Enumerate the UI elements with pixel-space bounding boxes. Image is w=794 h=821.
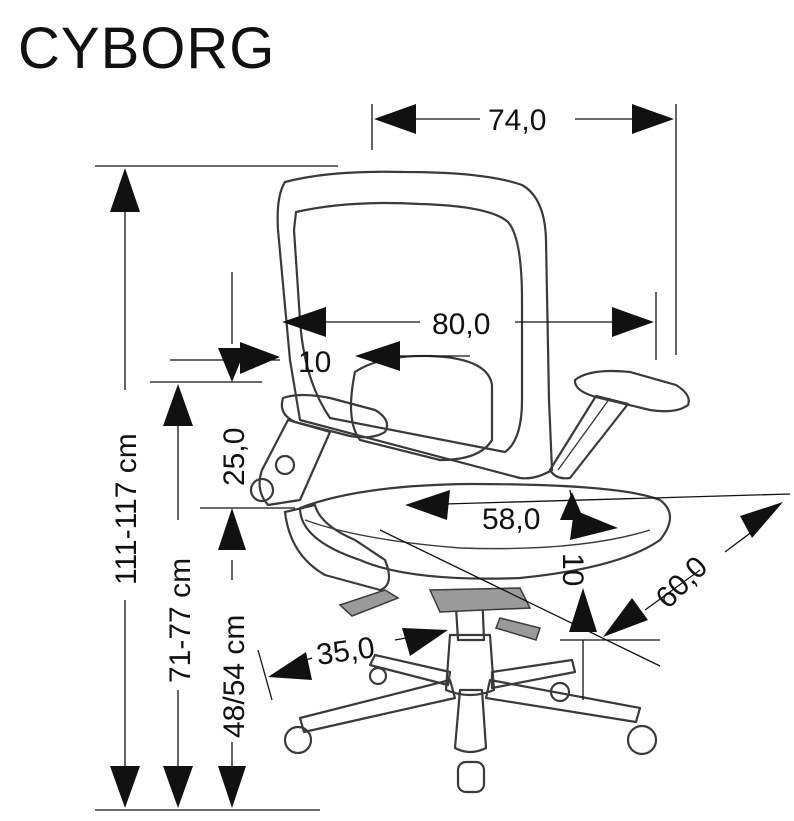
right-armrest-arm [548,394,630,480]
span-arrow-right [612,307,654,337]
offset-arrow-right [355,341,400,371]
left-armrest-arm [258,418,332,507]
seat-width-ext-line [409,493,791,506]
seat-cushion [298,482,672,580]
casters [283,666,658,794]
caster-front [456,760,486,794]
base-leg-left [298,678,457,734]
caster-back-right [549,681,571,703]
depth-ext-line [379,529,661,667]
gas-lift-cover [444,633,496,697]
caster-left [283,725,313,755]
base-arrow-right [402,628,448,656]
height-lever [338,589,400,617]
right-armrest-pad [573,369,690,413]
caster-back-left [368,666,388,686]
backrest-mesh [292,201,524,454]
base-leg-front [453,688,488,754]
base-ext-left [257,649,273,701]
width-arrow-left [374,104,416,134]
seat-height-arrow-bottom [218,766,246,808]
total-height-label: 111-117 cm [110,433,143,585]
total-height-arrow-top [110,168,140,212]
product-title: CYBORG [18,16,275,81]
base-arrow-left [268,652,312,680]
base-leg-right [484,678,642,724]
lumbar-support [349,354,494,462]
total-height-arrow-bottom [110,766,140,808]
seat-width-arrow-left [405,490,450,520]
left-armrest-pad [280,393,389,439]
tilt-lever [494,617,541,641]
depth-arrow-lower [603,598,648,637]
right-armrest-inner-line [557,397,611,471]
thickness-arrow-bottom [569,588,597,632]
span-arrow-left [282,307,326,337]
left-armrest-hinge [249,477,275,503]
base-leg-back-right [490,658,577,690]
base-leg-back-left [368,653,452,687]
armrest-floor-height-label: 71-77 cm [164,558,197,683]
arm-rest-h-arrow-top [218,348,246,382]
chair-illustration [249,170,690,794]
thickness-arrow-top [560,492,584,520]
tilt-mechanism [428,587,532,613]
width-arrow-right [632,104,674,134]
depth-line-lower [644,569,701,611]
armrest-span-label: 80,0 [432,308,490,341]
caster-right [626,724,658,756]
seat-height-label: 48/54 cm [218,615,251,738]
armrest-offset-label: 10 [298,346,331,379]
dimension-lines [95,104,791,811]
seat-side-panel [283,503,391,592]
seat-thickness-label: 10 [556,553,589,586]
left-armrest-knob [274,454,296,476]
seat-cushion-edge [304,519,651,550]
armrest-height-label: 25,0 [218,428,251,486]
base-radius-label: 35,0 [314,631,376,672]
depth-arrow-upper [740,502,783,538]
seat-depth-label: 60,0 [650,550,715,615]
offset-arrow-left [240,342,280,374]
width-label: 74,0 [488,104,546,137]
backrest-outline [276,170,554,480]
arm-height-arrow-bottom [163,766,193,808]
arm-rest-h-arrow-bottom [218,508,246,550]
seat-width-label: 58,0 [482,503,540,536]
arm-height-arrow-top [163,384,193,426]
